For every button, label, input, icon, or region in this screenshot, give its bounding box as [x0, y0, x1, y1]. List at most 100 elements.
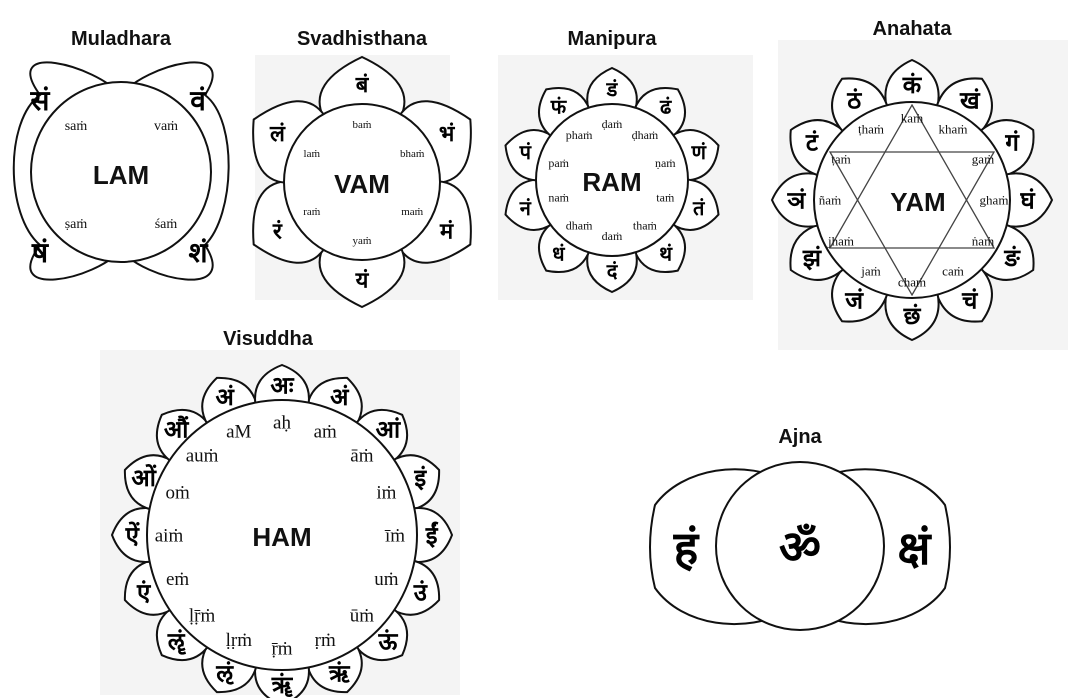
manipura-petal-1-devanagari: डं: [606, 77, 619, 101]
anahata-petal-4-devanagari: घं: [1020, 186, 1036, 214]
visuddha-petal-8-devanagari: ॠं: [271, 671, 294, 698]
muladhara-chakra: Muladhara LAM वं vaṁ शं śaṁ षं ṣaṁ सं sa…: [14, 28, 229, 280]
visuddha-petal-15-devanagari: अं: [216, 383, 236, 411]
visuddha-petal-2-devanagari: आं: [376, 416, 402, 444]
anahata-petal-9-roman: jhaṁ: [827, 234, 854, 249]
anahata-petal-7-roman: chaṁ: [898, 275, 926, 290]
manipura-petal-10-devanagari: फं: [550, 94, 568, 118]
anahata-petal-6-devanagari: चं: [961, 287, 979, 315]
visuddha-petal-5-devanagari: उं: [413, 579, 428, 607]
visuddha-title: Visuddha: [223, 328, 314, 350]
svadhisthana-petal-3-devanagari: मं: [439, 220, 454, 245]
visuddha-petal-16-devanagari: अः: [270, 372, 294, 400]
visuddha-petal-4-devanagari: ईं: [425, 521, 439, 549]
visuddha-petal-9-devanagari: ऌं: [215, 660, 234, 688]
anahata-petal-7-devanagari: छं: [903, 302, 922, 330]
manipura-petal-10-roman: phaṁ: [566, 128, 593, 142]
muladhara-petal-4-devanagari: सं: [30, 84, 51, 117]
svadhisthana-petal-1-roman: baṁ: [353, 119, 372, 131]
visuddha-petal-14-roman: auṁ: [186, 446, 219, 467]
ajna-right-syllable: क्षं: [898, 521, 933, 575]
anahata-petal-8-devanagari: जं: [844, 287, 864, 315]
anahata-petal-4-roman: ghaṁ: [980, 193, 1009, 208]
visuddha-petal-11-devanagari: एं: [136, 579, 152, 607]
manipura-petal-9-devanagari: पं: [519, 140, 533, 164]
visuddha-petal-11-roman: eṁ: [166, 569, 189, 590]
anahata-bija: YAM: [890, 187, 945, 217]
anahata-petal-9-devanagari: झं: [802, 244, 822, 272]
manipura-petal-4-roman: taṁ: [656, 191, 675, 205]
svadhisthana-petal-3-roman: maṁ: [401, 206, 423, 218]
visuddha-petal-6-devanagari: ऊं: [377, 627, 398, 655]
manipura-petal-4-devanagari: तं: [692, 196, 706, 220]
visuddha-petal-7-roman: ṛṁ: [315, 630, 336, 651]
muladhara-title: Muladhara: [71, 28, 172, 50]
anahata-petal-1-roman: kaṁ: [901, 111, 923, 126]
anahata-petal-6-roman: caṁ: [942, 264, 964, 279]
visuddha-petal-10-roman: ḷṝṁ: [189, 606, 216, 627]
anahata-petal-5-devanagari: ङं: [1003, 244, 1021, 272]
manipura-petal-3-devanagari: णं: [690, 140, 707, 164]
visuddha-petal-3-roman: iṁ: [376, 482, 396, 503]
muladhara-petal-2-devanagari: शं: [188, 236, 208, 269]
manipura-petal-6-roman: daṁ: [602, 229, 623, 243]
manipura-petal-8-roman: naṁ: [548, 191, 569, 205]
muladhara-petal-3-roman: ṣaṁ: [65, 217, 88, 232]
svadhisthana-petal-4-roman: yaṁ: [353, 235, 372, 247]
anahata-petal-2-devanagari: खं: [959, 86, 981, 114]
visuddha-petal-3-devanagari: इं: [413, 464, 427, 492]
muladhara-petal-1-roman: vaṁ: [154, 119, 178, 134]
manipura-petal-2-devanagari: ढं: [659, 94, 672, 118]
visuddha-petal-1-devanagari: अं: [330, 383, 350, 411]
manipura-title: Manipura: [568, 28, 658, 50]
anahata-petal-11-roman: ṭaṁ: [831, 152, 851, 167]
visuddha-petal-4-roman: īṁ: [384, 526, 405, 547]
visuddha-petal-9-roman: ḷṛṁ: [226, 630, 253, 651]
svadhisthana-petal-6-devanagari: लं: [269, 122, 286, 147]
anahata-petal-3-devanagari: गं: [1004, 129, 1020, 157]
visuddha-petal-12-devanagari: ऐं: [125, 521, 141, 549]
visuddha-petal-5-roman: uṁ: [374, 569, 399, 590]
visuddha-petal-6-roman: ūṁ: [350, 606, 375, 627]
muladhara-bija: LAM: [93, 160, 149, 190]
visuddha-petal-8-roman: ṝṁ: [271, 639, 292, 660]
svadhisthana-petal-2-roman: bhaṁ: [400, 148, 425, 160]
anahata-title: Anahata: [873, 18, 953, 40]
anahata-petal-12-roman: ṭhaṁ: [858, 122, 884, 137]
visuddha-petal-1-roman: aṁ: [314, 421, 337, 442]
visuddha-petal-14-devanagari: औं: [164, 416, 190, 444]
ajna-left-syllable: हं: [673, 521, 700, 575]
manipura-petal-5-devanagari: थं: [659, 242, 673, 266]
svadhisthana-petal-4-devanagari: यं: [355, 268, 370, 293]
svadhisthana-petal-5-roman: raṁ: [303, 206, 321, 218]
visuddha-petal-10-devanagari: ॡं: [167, 627, 187, 655]
visuddha-petal-13-roman: oṁ: [165, 482, 190, 503]
svadhisthana-petal-1-devanagari: बं: [355, 73, 370, 98]
anahata-petal-2-roman: khaṁ: [939, 122, 968, 137]
manipura-bija: RAM: [582, 167, 641, 197]
anahata-petal-8-roman: jaṁ: [860, 264, 881, 279]
muladhara-petal-2-roman: śaṁ: [155, 217, 178, 232]
anahata-petal-10-roman: ñaṁ: [819, 193, 841, 208]
svadhisthana-petal-5-devanagari: रं: [272, 220, 283, 245]
muladhara-petal-1-devanagari: वं: [189, 84, 207, 117]
manipura-petal-9-roman: paṁ: [548, 156, 569, 170]
manipura-petal-1-roman: ḍaṁ: [602, 117, 623, 131]
ajna-om: ॐ: [779, 520, 821, 574]
anahata-petal-12-devanagari: ठं: [846, 86, 862, 114]
ajna-title: Ajna: [778, 426, 822, 448]
svadhisthana-title: Svadhisthana: [297, 28, 428, 50]
visuddha-petal-7-devanagari: ऋं: [328, 660, 351, 688]
manipura-petal-7-devanagari: धं: [552, 242, 565, 266]
muladhara-petal-4-roman: saṁ: [65, 119, 88, 134]
ajna-chakra: Ajna ॐ हं क्षं: [650, 426, 950, 630]
visuddha-petal-12-roman: aiṁ: [155, 526, 184, 547]
manipura-petal-7-roman: dhaṁ: [566, 219, 593, 233]
manipura-petal-3-roman: ṇaṁ: [655, 156, 676, 170]
anahata-petal-1-devanagari: कं: [902, 71, 923, 99]
svadhisthana-petal-6-roman: laṁ: [304, 148, 321, 160]
visuddha-petal-13-devanagari: ओं: [131, 464, 157, 492]
manipura-petal-2-roman: ḍhaṁ: [632, 128, 659, 142]
visuddha-petal-16-roman: aḥ: [273, 413, 291, 434]
visuddha-petal-2-roman: āṁ: [350, 446, 373, 467]
